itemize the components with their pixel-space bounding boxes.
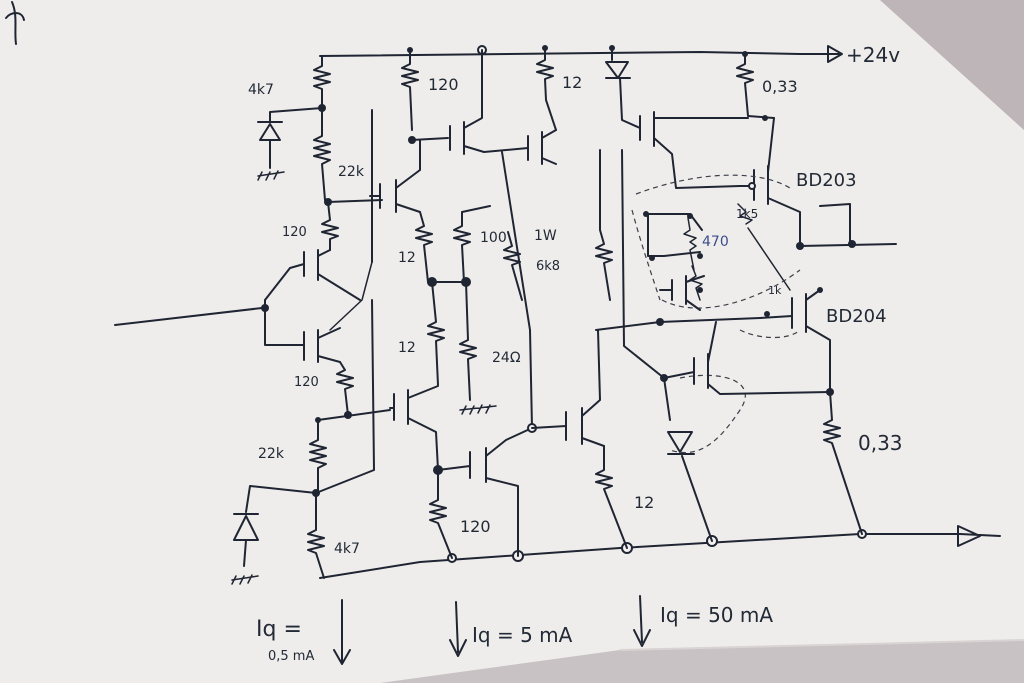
label-4k7-top: 4k7 — [248, 82, 274, 98]
ground-top — [257, 170, 285, 181]
diode-top — [605, 47, 641, 129]
ground-mid — [459, 404, 497, 415]
res-22k-low — [309, 419, 327, 493]
zener-low — [233, 513, 259, 567]
diode-bottom — [667, 431, 713, 542]
wire-q-top — [411, 137, 449, 141]
paper-fold — [619, 639, 1024, 651]
supply-label: +24v — [846, 43, 900, 67]
transistor-vas — [389, 385, 439, 471]
label-1w: 1W — [534, 228, 557, 244]
res-100 — [453, 205, 491, 283]
label-120-b: 120 — [294, 375, 319, 390]
res-22k-top — [313, 107, 331, 201]
wire-bd203-out — [799, 203, 897, 247]
vbe-multiplier — [647, 213, 705, 311]
wire-cross — [329, 261, 373, 331]
label-033-top: 0,33 — [762, 77, 798, 96]
res-120-bottom — [429, 469, 453, 559]
label-22k-top: 22k — [338, 164, 365, 180]
label-6k8: 6k8 — [536, 259, 560, 274]
res-6k8 — [503, 231, 523, 301]
iq-arrow-3 — [633, 595, 651, 647]
wire-vbe-stack — [595, 149, 613, 301]
res-12-low — [427, 281, 445, 386]
corner-mark — [5, 1, 25, 45]
res-120-b — [336, 361, 354, 416]
res-12-top — [536, 47, 557, 131]
label-22k-low: 22k — [258, 446, 285, 462]
label-100: 100 — [480, 230, 507, 246]
label-1k5: 1k5 — [736, 207, 758, 221]
label-12-low: 12 — [398, 340, 416, 356]
iq-label-2: Iq = 5 mA — [472, 623, 573, 647]
transistor-top-driver — [639, 111, 749, 189]
label-bd203: BD203 — [796, 170, 857, 191]
label-12-top: 12 — [562, 73, 582, 92]
wire-mid-left — [317, 409, 391, 421]
wire-to-diode — [621, 149, 671, 421]
label-120-bottom: 120 — [460, 517, 491, 536]
res-120-top — [401, 49, 419, 131]
wire-left-bus — [264, 299, 301, 346]
ground-low — [231, 574, 259, 585]
label-470: 470 — [702, 234, 729, 250]
label-24: 24Ω — [492, 350, 521, 366]
iq-label-1: Iq = — [256, 617, 302, 642]
input-wire — [114, 307, 263, 326]
wire-bd203-base-res — [737, 203, 791, 291]
iq-value-1: 0,5 mA — [268, 649, 314, 664]
wire-long-vertical — [315, 109, 375, 494]
label-120-a: 120 — [282, 225, 307, 240]
transistor-left-lower — [299, 327, 341, 363]
res-12-mid — [415, 211, 433, 283]
thermal-region-outline — [631, 174, 801, 454]
res-4k7-low — [307, 492, 325, 579]
top-rail — [319, 51, 801, 57]
res-033-top — [736, 53, 775, 119]
ground-arrow — [957, 525, 1001, 547]
label-120-top: 120 — [428, 75, 459, 94]
res-470 — [683, 217, 697, 271]
res-1k — [689, 265, 703, 301]
transistor-driver — [531, 329, 605, 447]
res-12-bottom — [595, 445, 628, 549]
bottom-rail — [319, 533, 961, 579]
label-12-bottom: 12 — [634, 493, 654, 512]
label-1k: 1k — [768, 284, 782, 297]
paper-shade — [880, 0, 1024, 130]
transistor-top-pair-right — [483, 129, 557, 165]
res-033-low — [823, 391, 863, 535]
transistor-bd204 — [759, 289, 831, 393]
iq-arrow-2 — [449, 601, 467, 657]
label-bd204: BD204 — [826, 306, 887, 327]
iq-arrow-1 — [333, 599, 351, 665]
transistor-current-source — [437, 427, 533, 557]
label-4k7-low: 4k7 — [334, 541, 360, 557]
iq-label-3: Iq = 50 mA — [660, 603, 773, 627]
transistor-bottom-driver — [663, 321, 831, 395]
transistor-left-upper — [264, 249, 361, 301]
wire-zener-low — [245, 485, 317, 513]
transistor-center-left — [369, 139, 421, 213]
label-12-mid: 12 — [398, 250, 416, 266]
transistor-top-pair-left — [449, 49, 485, 155]
wire-to-driver — [501, 151, 533, 429]
res-120-a — [321, 201, 339, 251]
zener-top — [257, 107, 323, 169]
res-4k7-top — [313, 55, 331, 109]
label-033-low: 0,33 — [858, 431, 903, 455]
res-24 — [459, 281, 477, 401]
supply-arrow — [799, 45, 843, 63]
